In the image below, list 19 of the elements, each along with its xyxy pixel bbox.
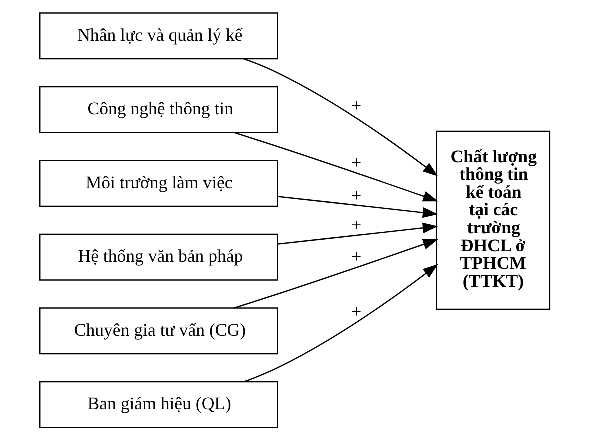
edge-label: + (351, 152, 362, 173)
edge-label: + (351, 95, 362, 116)
node-box: Chất lượng thông tin kế toán tại các trường ĐHCL ở TPHCM (TTKT) (436, 130, 550, 310)
node-box: Chuyên gia tư vấn (CG) (38, 308, 278, 355)
node-box: Nhân lực và quản lý kế (38, 12, 278, 60)
node-box: Hệ thống văn bản pháp (38, 234, 278, 281)
arrow (244, 58, 438, 177)
edge-label: + (351, 186, 362, 206)
node-box: Công nghệ thông tin (38, 86, 278, 134)
arrow (244, 264, 438, 382)
arrow (278, 196, 438, 218)
edge-label: + (351, 214, 362, 235)
arrow (234, 239, 438, 309)
edge-label: + (351, 301, 362, 322)
edge-label: + (351, 246, 362, 267)
node-box: Môi trường làm việc (38, 160, 278, 208)
node-box: Ban giám hiệu (QL) (38, 381, 278, 428)
arrow (234, 132, 438, 202)
arrow (278, 222, 438, 245)
